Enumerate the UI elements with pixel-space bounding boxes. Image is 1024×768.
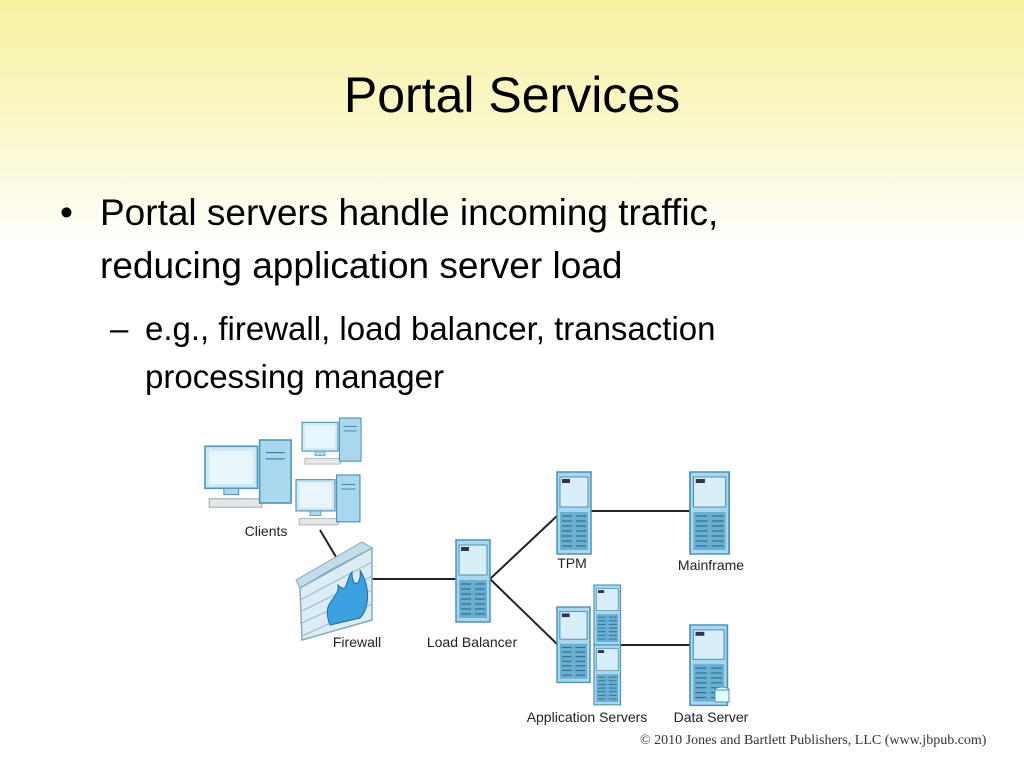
mainframe-label: Mainframe [678,557,744,573]
bullet-1-line-2: reducing application server load [100,245,623,286]
bullet-2-line-1: e.g., firewall, load balancer, transacti… [145,310,716,347]
load-balancer-server-icon [455,539,491,623]
mainframe-server-icon [689,471,730,555]
connection-lines [319,510,690,646]
data-server-label: Data Server [674,709,749,725]
bullet-2-line-2: processing manager [145,358,444,395]
tpm-label: TPM [557,555,587,571]
bullet-marker: • [60,192,73,233]
copyright-notice: © 2010 Jones and Bartlett Publishers, LL… [640,733,987,748]
app-server-icon [556,606,591,684]
data-server-icon [689,624,730,707]
firewall-label: Firewall [333,634,381,650]
tpm-server-icon [556,471,592,555]
bullet-marker: – [110,310,129,347]
clients-label: Clients [245,523,288,539]
bullet-1-line-1: Portal servers handle incoming traffic, [100,192,719,233]
load-balancer-label: Load Balancer [427,634,518,650]
app-servers-label: Application Servers [527,709,648,725]
bullet-2: – e.g., firewall, load balancer, transac… [110,310,716,348]
slide-title: Portal Services [343,67,681,123]
bullet-1: • Portal servers handle incoming traffic… [60,192,718,234]
clients-icon [204,417,362,526]
app-server-icon [593,644,622,706]
app-server-icon [593,584,622,646]
firewall-icon [295,541,374,641]
